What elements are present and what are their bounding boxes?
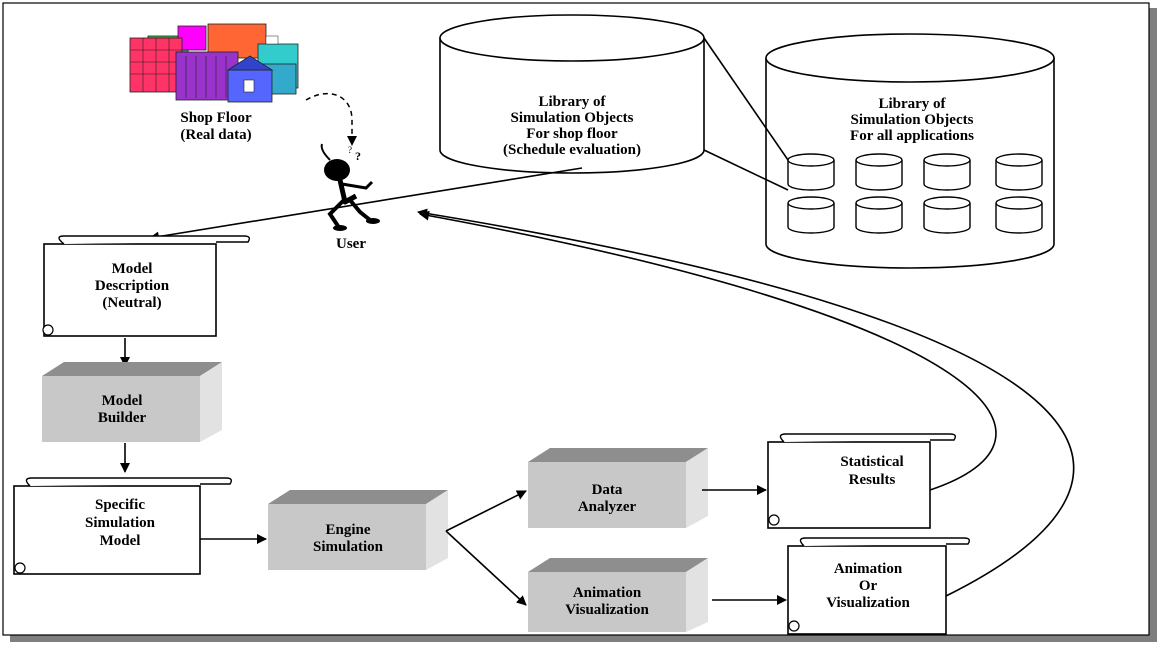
library-shop-line2: Simulation Objects	[511, 110, 634, 126]
arrow-library-to-model-description	[149, 167, 583, 242]
shop-floor-label: Shop Floor	[180, 110, 252, 126]
svg-text:?: ?	[355, 149, 361, 163]
library-link-line-top	[703, 37, 789, 161]
library-shop-line3: For shop floor	[526, 126, 618, 142]
library-all-line3: For all applications	[850, 128, 974, 144]
library-shop-line1: Library of	[538, 94, 606, 110]
model-description-line1: Model	[112, 261, 153, 277]
animation-viz-line1: Animation	[573, 585, 642, 601]
small-cylinder-0-1	[855, 153, 903, 191]
animation-visualization-box	[528, 558, 708, 632]
small-cylinder-0-3	[995, 153, 1043, 191]
specific-model-line2: Simulation	[85, 515, 156, 531]
engine-line2: Simulation	[313, 539, 384, 555]
statistical-results-scroll	[767, 433, 957, 529]
small-cylinder-1-3	[995, 196, 1043, 234]
animation-output-line3: Visualization	[826, 595, 910, 611]
engine-line1: Engine	[325, 522, 370, 538]
arrow-engine-to-analyzer	[445, 490, 527, 532]
small-cylinder-1-2	[923, 196, 971, 234]
data-analyzer-line1: Data	[592, 482, 623, 498]
shop-floor-sublabel: (Real data)	[180, 127, 251, 143]
data-analyzer-line2: Analyzer	[578, 499, 637, 515]
animation-output-scroll	[787, 537, 971, 635]
animation-viz-line2: Visualization	[565, 602, 649, 618]
library-all-applications-cylinder	[765, 33, 1055, 269]
animation-output-line1: Animation	[834, 561, 903, 577]
animation-output-line2: Or	[859, 578, 878, 594]
library-all-line2: Simulation Objects	[851, 112, 974, 128]
statistical-results-line1: Statistical	[840, 454, 903, 470]
user-figure-icon: ? ?	[320, 143, 380, 231]
feedback-curve-from-stats	[419, 210, 997, 491]
specific-model-line3: Model	[100, 533, 141, 549]
library-shop-floor-cylinder	[439, 14, 705, 174]
small-cylinder-1-0	[787, 196, 835, 234]
data-analyzer-box	[528, 448, 708, 528]
library-link-line-bottom	[703, 149, 789, 191]
model-description-line3: (Neutral)	[102, 295, 161, 311]
arrow-engine-to-animation	[445, 530, 527, 606]
library-shop-line4: (Schedule evaluation)	[503, 142, 641, 158]
user-label: User	[336, 236, 366, 252]
small-cylinder-0-2	[923, 153, 971, 191]
shop-floor-buildings-icon	[129, 23, 299, 103]
library-all-line1: Library of	[878, 96, 946, 112]
specific-model-line1: Specific	[95, 497, 145, 513]
engine-simulation-box	[268, 490, 448, 570]
svg-text:?: ?	[348, 145, 352, 155]
statistical-results-line2: Results	[849, 472, 896, 488]
model-description-scroll	[42, 235, 251, 337]
dashed-arrow-shopfloor-to-user	[305, 92, 357, 146]
model-builder-line1: Model	[102, 393, 143, 409]
feedback-curve-from-animation	[417, 208, 1075, 597]
model-builder-box	[42, 362, 222, 442]
small-cylinder-0-0	[787, 153, 835, 191]
model-builder-line2: Builder	[98, 410, 147, 426]
small-cylinder-1-1	[855, 196, 903, 234]
simulation-object-cylinders	[787, 153, 1043, 234]
specific-model-scroll	[13, 477, 233, 575]
model-description-line2: Description	[95, 278, 170, 294]
